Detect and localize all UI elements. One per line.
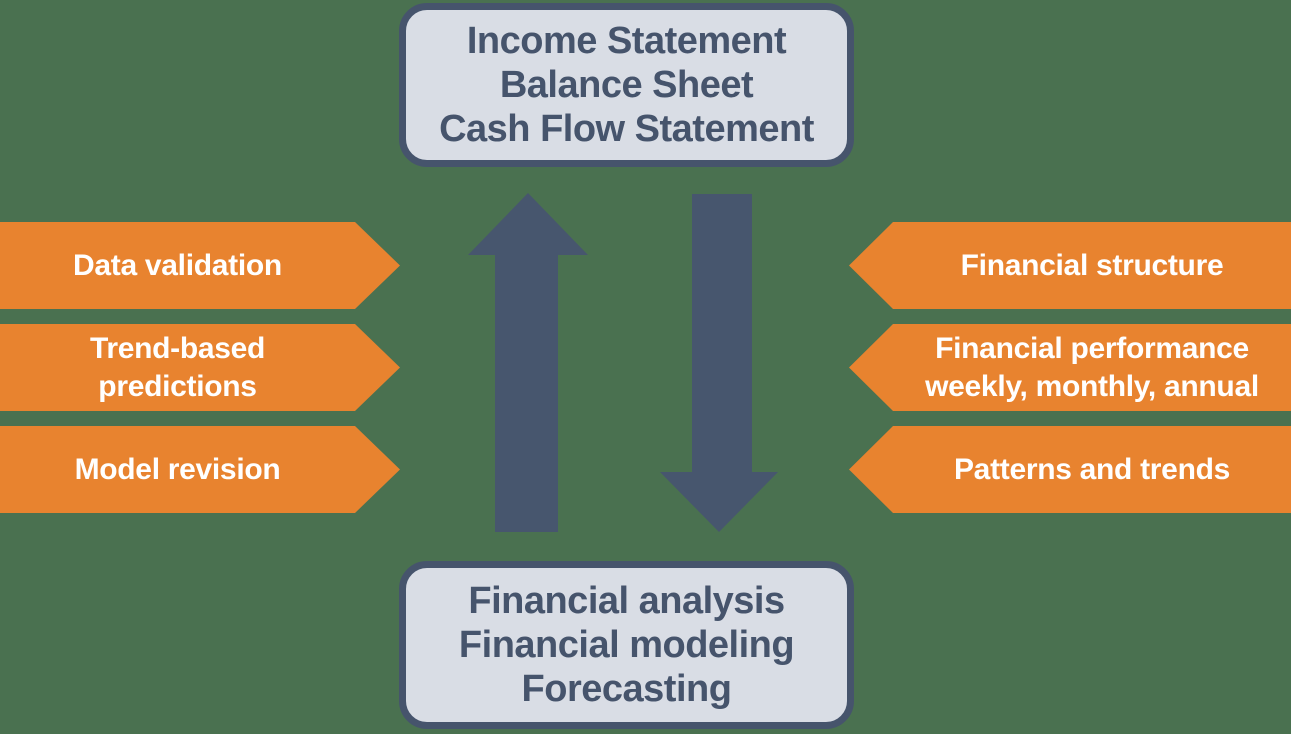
down-arrow-icon — [660, 194, 778, 532]
banner-label: Trend-based predictions — [89, 331, 266, 403]
banner-label: Model revision — [74, 452, 281, 486]
box-line-financial-modeling: Financial modeling — [458, 624, 795, 666]
banner-label: Financial performance weekly, monthly, a… — [925, 331, 1259, 403]
banner-model-revision: Model revision — [0, 426, 400, 513]
banner-trend-based-predictions: Trend-based predictions — [0, 324, 400, 411]
box-line-financial-analysis: Financial analysis — [468, 580, 785, 622]
financial-analysis-box: Financial analysis Financial modeling Fo… — [399, 561, 854, 729]
banner-financial-performance: Financial performance weekly, monthly, a… — [849, 324, 1291, 411]
up-arrow-icon — [468, 193, 588, 532]
box-line-balance-sheet: Balance Sheet — [499, 64, 754, 106]
banner-label: Financial structure — [960, 248, 1224, 282]
banner-financial-structure: Financial structure — [849, 222, 1291, 309]
banner-label: Data validation — [73, 248, 282, 282]
box-line-income-statement: Income Statement — [466, 20, 787, 62]
box-line-forecasting: Forecasting — [521, 668, 732, 710]
financial-statements-box: Income Statement Balance Sheet Cash Flow… — [399, 3, 854, 167]
banner-data-validation: Data validation — [0, 222, 400, 309]
box-line-cash-flow-statement: Cash Flow Statement — [439, 108, 814, 150]
banner-label: Patterns and trends — [953, 452, 1231, 486]
banner-patterns-and-trends: Patterns and trends — [849, 426, 1291, 513]
